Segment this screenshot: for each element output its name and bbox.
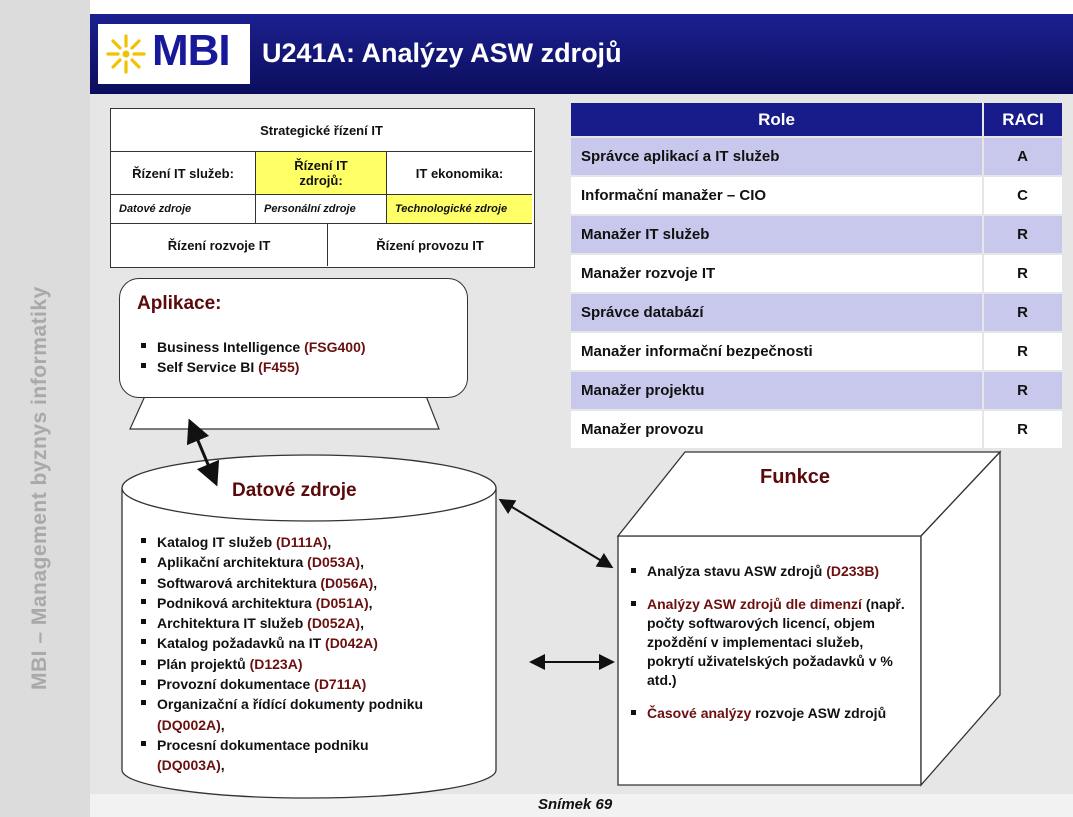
role-cell: Manažer provozu: [571, 411, 982, 448]
list-item: Procesní dokumentace podniku (DQ003A),: [137, 735, 423, 776]
role-cell: Správce aplikací a IT služeb: [571, 138, 982, 175]
list-item: Provozní dokumentace (D711A): [137, 674, 423, 694]
raci-cell: R: [982, 255, 1062, 292]
raci-cell: C: [982, 177, 1062, 214]
raci-cell: A: [982, 138, 1062, 175]
raci-cell: R: [982, 294, 1062, 331]
grid-resources: Řízení IT zdrojů:: [256, 152, 386, 194]
monitor-stand: [129, 395, 440, 430]
role-cell: Správce databází: [571, 294, 982, 331]
grid-tech-resources: Technologické zdroje: [387, 195, 532, 223]
slide-number: Snímek 69: [538, 796, 613, 813]
applications-list: Business Intelligence (FSG400) Self Serv…: [137, 337, 366, 377]
data-sources-list: Katalog IT služeb (D111A), Aplikační arc…: [137, 532, 423, 776]
functions-title: Funkce: [760, 466, 831, 488]
applications-box: Aplikace: Business Intelligence (FSG400)…: [119, 278, 468, 398]
data-sources-title: Datové zdroje: [232, 480, 357, 501]
role-cell: Informační manažer – CIO: [571, 177, 982, 214]
list-item: Analýzy ASW zdrojů dle dimenzí (např. po…: [627, 595, 909, 690]
it-management-grid: Strategické řízení IT Řízení IT služeb: …: [110, 108, 535, 268]
list-item: Katalog IT služeb (D111A),: [137, 532, 423, 552]
function-cube: [616, 450, 1002, 787]
footer-bar: [90, 794, 1073, 817]
logo-text: MBI: [152, 26, 231, 75]
raci-header-role: Role: [571, 103, 982, 136]
list-item: Časové analýzy rozvoje ASW zdrojů: [627, 704, 909, 723]
grid-personal-resources: Personální zdroje: [264, 203, 356, 215]
list-item: Podniková architektura (D051A),: [137, 593, 423, 613]
slide-header: MBI U241A: Analýzy ASW zdrojů: [90, 14, 1073, 94]
applications-title: Aplikace:: [137, 293, 222, 314]
raci-cell: R: [982, 411, 1062, 448]
raci-header-raci: RACI: [982, 103, 1062, 136]
slide-title: U241A: Analýzy ASW zdrojů: [262, 38, 622, 68]
list-item: Analýza stavu ASW zdrojů (D233B): [627, 562, 909, 581]
raci-cell: R: [982, 372, 1062, 409]
mbi-logo: MBI: [98, 24, 250, 84]
role-cell: Manažer rozvoje IT: [571, 255, 982, 292]
raci-cell: R: [982, 216, 1062, 253]
list-item: Business Intelligence (FSG400): [137, 337, 366, 357]
list-item: Softwarová architektura (D056A),: [137, 573, 423, 593]
functions-list: Analýza stavu ASW zdrojů (D233B) Analýzy…: [627, 562, 909, 737]
list-item: Plán projektů (D123A): [137, 654, 423, 674]
grid-data-resources: Datové zdroje: [119, 203, 192, 215]
grid-operations: Řízení provozu IT: [376, 237, 484, 253]
grid-economics: IT ekonomika:: [415, 165, 504, 181]
role-cell: Manažer projektu: [571, 372, 982, 409]
grid-strategic: Strategické řízení IT: [260, 122, 383, 138]
raci-cell: R: [982, 333, 1062, 370]
list-item: Aplikační architektura (D053A),: [137, 552, 423, 572]
sun-icon: [106, 34, 146, 74]
list-item: Organizační a řídící dokumenty podniku (…: [137, 694, 423, 735]
grid-development: Řízení rozvoje IT: [167, 237, 271, 253]
arrow-app-data: [186, 418, 220, 487]
list-item: Self Service BI (F455): [137, 357, 366, 377]
list-item: Architektura IT služeb (D052A),: [137, 613, 423, 633]
arrow-data-function: [498, 498, 614, 569]
grid-services: Řízení IT služeb:: [132, 165, 234, 181]
list-item: Katalog požadavků na IT (D042A): [137, 633, 423, 653]
role-cell: Manažer IT služeb: [571, 216, 982, 253]
role-cell: Manažer informační bezpečnosti: [571, 333, 982, 370]
sidebar: MBI – Management byznys informatiky: [0, 0, 90, 817]
